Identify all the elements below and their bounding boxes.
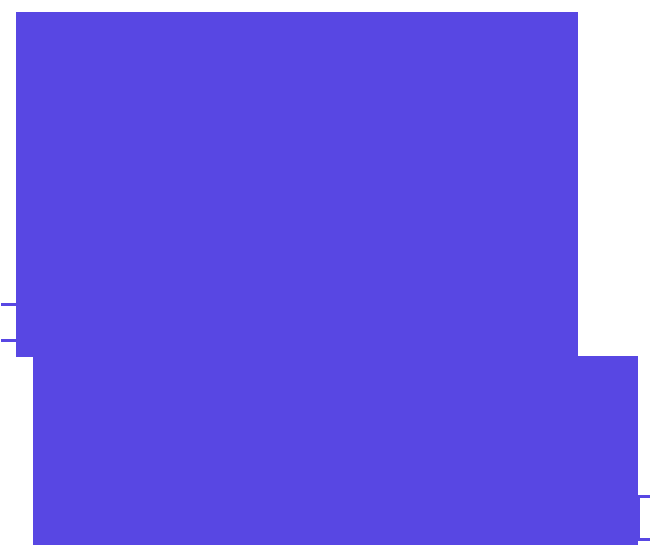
purple-panel-lower-block: [33, 356, 638, 545]
left-edge-notch-outline: [1, 303, 19, 342]
right-edge-notch-outline: [637, 495, 650, 541]
purple-panel-upper-block: [16, 12, 578, 357]
